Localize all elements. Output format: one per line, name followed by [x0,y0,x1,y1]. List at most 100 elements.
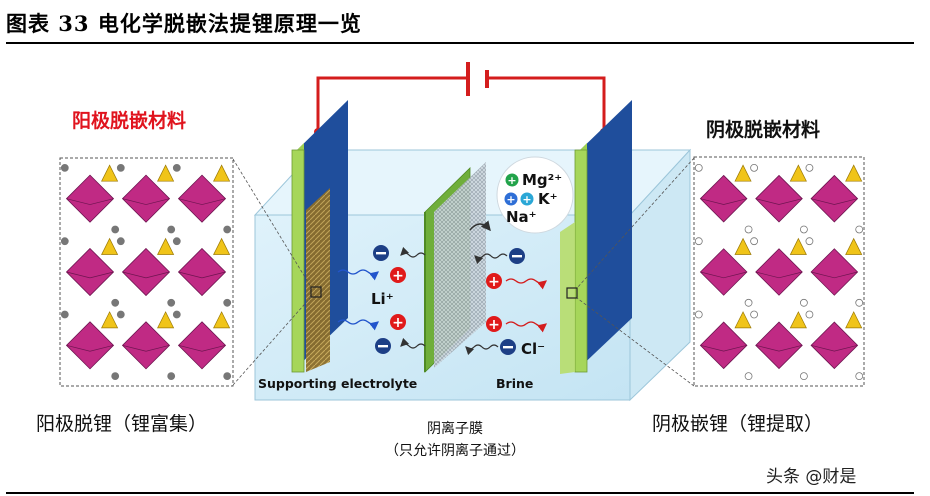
tetrahedron-shape [845,164,863,182]
octahedron-edge [178,271,226,279]
octahedron-edge [66,198,114,205]
other-cations-bubble: + + + Mg²⁺ K⁺ Na⁺ [496,156,574,234]
octahedron-edge [122,271,170,279]
membrane-label: 阴离子膜 [427,421,483,437]
lattice-site [750,310,758,319]
octahedron-edge [811,271,858,279]
octahedron-shape [699,248,748,296]
figure-title: 图表 33 电化学脱嵌法提锂原理一览 [6,11,362,36]
lattice-site [800,372,808,381]
lattice-site [800,298,808,307]
lattice-site [116,237,125,246]
anode-crystal-panel [59,157,234,387]
octahedron-edge [755,344,803,352]
tetrahedron-shape [101,311,119,329]
tetrahedron-shape [845,311,863,329]
svg-text:+: + [506,193,515,206]
tetrahedron-shape [101,237,119,255]
octahedron-edge [700,271,747,279]
cathode-electrode [560,100,632,374]
octahedron-edge [811,344,858,352]
octahedron-shape [699,321,748,370]
lattice-site [805,310,814,319]
svg-text:+: + [522,193,531,206]
na-ion-label: Na⁺ [506,208,537,226]
tetrahedron-shape [213,164,231,182]
lattice-site [805,237,814,246]
cathode-crystal-panel [693,156,865,387]
lattice-site [60,310,69,319]
lattice-site [172,237,181,246]
octahedron-shape [121,247,171,297]
octahedron-shape [177,247,227,297]
anode-material-heading: 阳极脱嵌材料 [72,110,187,132]
octahedron-shape [755,248,803,296]
anode-zoom-box [310,286,322,298]
octahedron-shape [65,174,115,223]
octahedron-edge [122,344,170,352]
tetrahedron-shape [213,311,231,329]
octahedron-edge [178,198,226,205]
octahedron-shape [755,321,803,370]
lattice-site [744,372,753,381]
octahedron-edge [66,344,114,352]
external-circuit [314,62,608,136]
lattice-site [116,163,125,172]
lattice-site [694,310,703,319]
octahedron-edge [755,198,803,205]
lattice-site [750,237,758,246]
brine-label: Brine [496,376,533,391]
tetrahedron-shape [789,164,807,182]
lattice-site [60,163,69,172]
lattice-site [111,225,120,234]
lattice-site [116,310,125,319]
tetrahedron-shape [789,237,807,255]
svg-text:+: + [488,274,500,290]
svg-text:+: + [392,315,404,331]
octahedron-shape [810,174,859,223]
lattice-site [223,298,232,307]
right-chamber-ions: + + Cl⁻ [465,220,548,358]
svg-text:+: + [392,268,404,284]
lattice-site [800,225,808,234]
lattice-site [694,237,703,246]
li-ion-2 [390,314,406,330]
lattice-site [223,372,232,381]
tetrahedron-shape [157,164,175,182]
cathode-zoom-box [566,287,578,299]
li-ion-label: Li⁺ [371,290,394,308]
octahedron-edge [178,344,226,352]
left-chamber-ions: + Li⁺ + [337,245,426,354]
membrane-note: （只允许阴离子通过） [385,443,525,459]
tetrahedron-shape [845,237,863,255]
tetrahedron-shape [734,164,752,182]
tetrahedron-shape [734,311,752,329]
tetrahedron-shape [101,164,119,182]
bottom-rule [6,492,914,494]
li-ion-right-2 [486,316,502,332]
anode-electrode [291,100,348,373]
li-ion-right-1 [486,273,502,289]
octahedron-shape [755,174,803,223]
lattice-site [855,225,864,234]
lattice-site [694,163,703,172]
octahedron-edge [66,271,114,279]
tetrahedron-shape [789,311,807,329]
anode-fabric [306,188,330,372]
lattice-site [855,298,864,307]
k-ion-label: K⁺ [538,190,558,208]
lattice-site [172,310,181,319]
lattice-site [805,163,814,172]
rejection-arrow [469,220,491,232]
lattice-site [855,372,864,381]
cl-ion-label: Cl⁻ [521,340,545,358]
lattice-site [167,372,176,381]
li-ion-1 [390,267,406,283]
octahedron-shape [121,321,171,370]
octahedron-edge [700,344,747,352]
octahedron-shape [65,247,115,297]
lattice-site [111,372,120,381]
supporting-electrolyte-label: Supporting electrolyte [258,376,417,391]
lattice-site [167,225,176,234]
